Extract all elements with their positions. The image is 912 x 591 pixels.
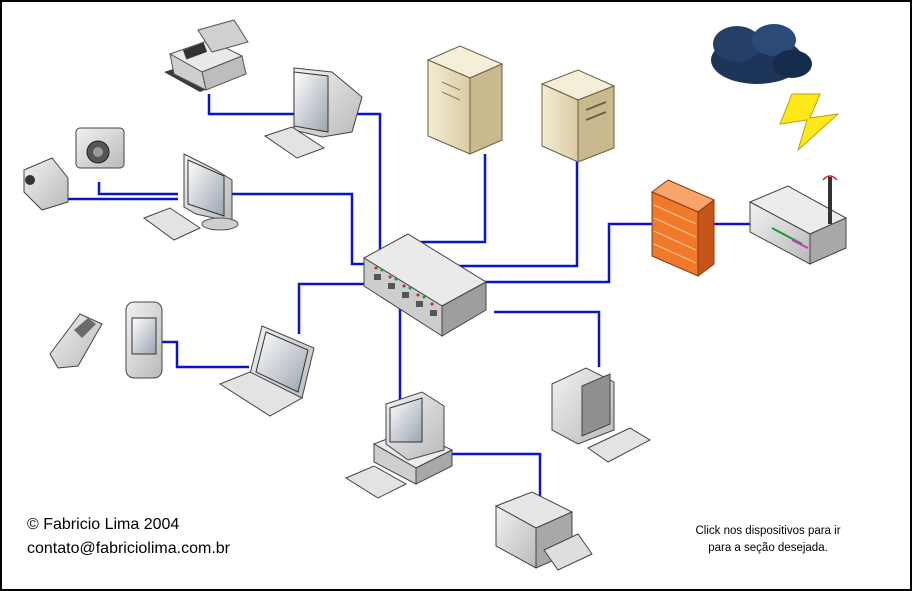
firewall-icon[interactable] <box>651 179 715 277</box>
contact-email[interactable]: contato@fabriciolima.com.br <box>27 540 230 557</box>
copyright-text: © Fabricio Lima 2004 <box>27 516 180 533</box>
cable-monitor <box>494 310 601 367</box>
cable-laptop <box>297 282 367 334</box>
network-switch-icon[interactable] <box>363 233 487 337</box>
video-camera-icon[interactable] <box>23 157 69 211</box>
server-icon[interactable] <box>540 69 616 163</box>
instruction-line-1: Click nos dispositivos para ir <box>695 525 841 537</box>
monitor-keyboard-icon[interactable] <box>551 367 652 463</box>
cable-tower-server <box>420 154 487 252</box>
laptop-icon[interactable] <box>218 325 315 417</box>
pc-icon[interactable] <box>344 391 454 499</box>
cable-workstation <box>230 192 367 266</box>
storm-cloud-icon[interactable] <box>711 24 840 152</box>
cable-camera <box>97 182 178 196</box>
cable-printer <box>452 452 542 499</box>
tower-server-icon[interactable] <box>426 45 504 155</box>
camera-icon[interactable] <box>75 127 125 169</box>
instruction-line-2: para a seção desejada. <box>708 542 828 554</box>
desktop-monitor-icon[interactable] <box>263 67 363 159</box>
cable-server <box>457 160 579 268</box>
cable-firewall <box>482 222 657 284</box>
wireless-router-icon[interactable] <box>748 175 848 265</box>
instruction-text: Click nos dispositivos para ir para a se… <box>668 523 868 557</box>
printer-icon[interactable] <box>494 491 593 571</box>
pda-icon[interactable] <box>125 301 163 379</box>
fax-icon[interactable] <box>164 19 249 92</box>
workstation-icon[interactable] <box>142 153 239 241</box>
cellphone-icon[interactable] <box>49 313 103 369</box>
cables <box>68 94 752 499</box>
cable-pda <box>162 340 249 369</box>
